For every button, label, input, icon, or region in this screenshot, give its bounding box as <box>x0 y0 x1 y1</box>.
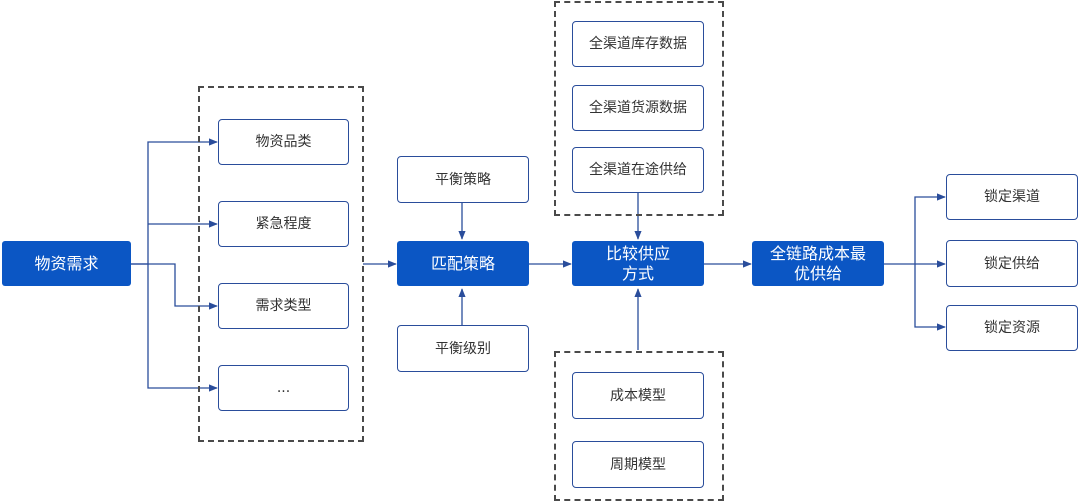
node-match-strategy: 匹配策略 <box>397 241 529 286</box>
node-cost-model: 成本模型 <box>572 372 704 419</box>
node-lock-resource: 锁定资源 <box>946 305 1078 351</box>
node-compare-supply: 比较供应 方式 <box>572 241 704 286</box>
model-group <box>554 351 724 501</box>
node-cycle-model: 周期模型 <box>572 441 704 488</box>
edge-optimal-to-lock-channel <box>884 193 946 265</box>
node-source-data: 全渠道货源数据 <box>572 85 704 131</box>
node-optimal-supply: 全链路成本最 优供给 <box>752 241 884 286</box>
node-etc: ... <box>218 365 349 411</box>
node-transit-supply: 全渠道在途供给 <box>572 147 704 193</box>
node-balance-strategy: 平衡策略 <box>397 156 529 203</box>
edge-demand-to-demand-type <box>130 263 218 310</box>
node-lock-supply: 锁定供给 <box>946 240 1078 287</box>
demand-attributes-group <box>198 86 364 442</box>
node-demand: 物资需求 <box>2 241 131 286</box>
node-inventory-data: 全渠道库存数据 <box>572 21 704 67</box>
node-category: 物资品类 <box>218 119 349 165</box>
node-balance-level: 平衡级别 <box>397 325 529 372</box>
node-lock-channel: 锁定渠道 <box>946 174 1078 220</box>
channel-data-group <box>554 1 724 216</box>
edge-optimal-to-lock-resource <box>914 264 946 331</box>
node-demand-type: 需求类型 <box>218 283 349 329</box>
node-urgency: 紧急程度 <box>218 201 349 247</box>
edge-demand-to-etc <box>147 264 218 392</box>
